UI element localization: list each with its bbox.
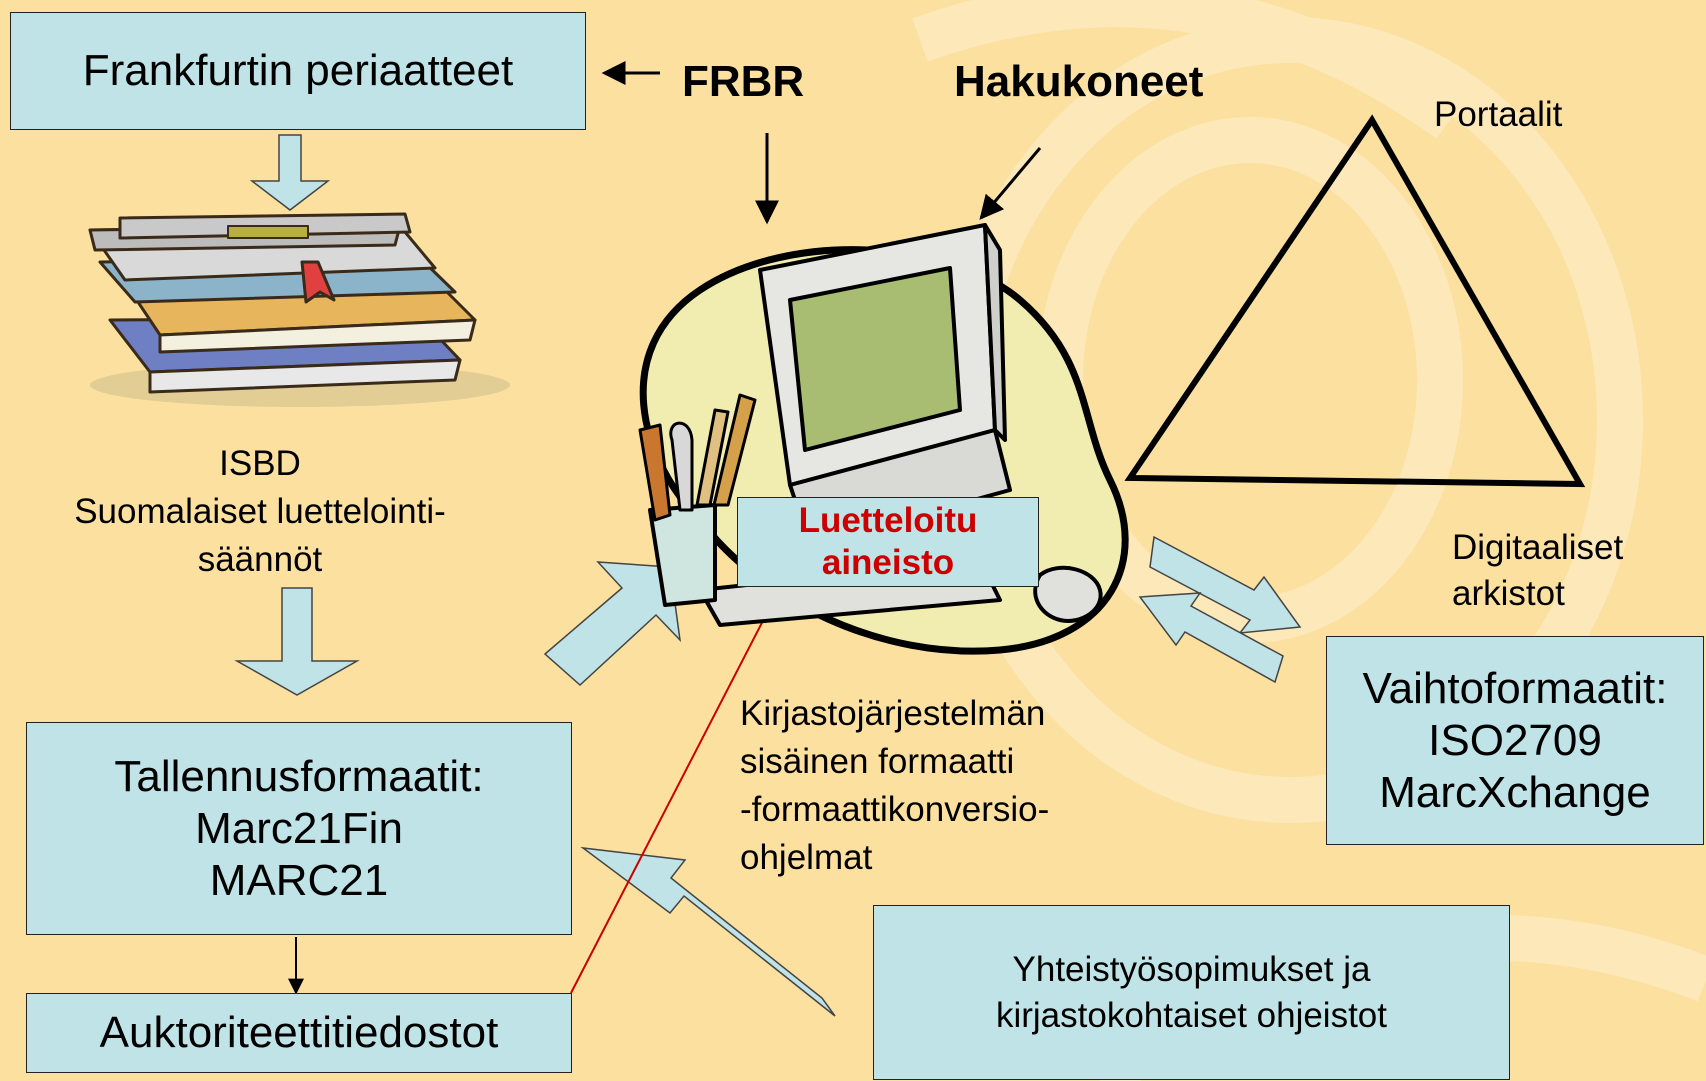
frbr-label: FRBR (682, 57, 805, 106)
luetteloitu-box: Luetteloitu aineisto (737, 497, 1039, 587)
triangle-shape (1124, 114, 1586, 488)
tallennus-line-2: Marc21Fin (195, 803, 403, 853)
luetteloitu-line-2: aineisto (821, 543, 955, 582)
auktoriteetti-box: Auktoriteettitiedostot (26, 993, 572, 1073)
frankfurt-label: Frankfurtin periaatteet (82, 46, 514, 95)
yhteistyo-box: Yhteistyösopimukset ja kirjastokohtaiset… (873, 905, 1510, 1080)
books-clipart-icon (88, 212, 510, 407)
yhteistyo-line-1: Yhteistyösopimukset ja (1012, 949, 1371, 989)
isbd-line-3: säännöt (197, 540, 323, 579)
portaalit-label: Portaalit (1434, 95, 1563, 134)
yhteistyo-line-2: kirjastokohtaiset ohjeistot (995, 995, 1388, 1035)
arrow-left-from-vaihto (1138, 592, 1284, 684)
vaihto-line-3: MarcXchange (1379, 767, 1651, 817)
kirjastojarjestelma-line-3: -formaattikonversio- (740, 790, 1050, 829)
digitaaliset-label: Digitaaliset arkistot (1452, 525, 1692, 617)
kirjastojarjestelma-line-2: sisäinen formaatti (740, 742, 1015, 781)
vaihto-line-2: ISO2709 (1428, 715, 1602, 765)
isbd-line-1: ISBD (219, 444, 301, 483)
vaihto-line-1: Vaihtoformaatit: (1362, 663, 1668, 713)
arrow-hakukoneet-down (979, 147, 1042, 220)
red-connector-line (570, 578, 785, 994)
digitaaliset-line-2: arkistot (1452, 574, 1565, 613)
frankfurt-box: Frankfurtin periaatteet (10, 12, 586, 130)
arrow-down-isbd-to-tallennus (234, 587, 360, 696)
isbd-line-2: Suomalaiset luettelointi- (74, 492, 446, 531)
arrow-up-left-from-yhteistyo (580, 846, 836, 1017)
hakukoneet-label: Hakukoneet (954, 57, 1204, 106)
kirjastojarjestelma-line-1: Kirjastojärjestelmän (740, 694, 1046, 733)
vaihto-box: Vaihtoformaatit: ISO2709 MarcXchange (1326, 636, 1704, 845)
luetteloitu-line-1: Luetteloitu (798, 501, 978, 540)
auktoriteetti-label: Auktoriteettitiedostot (99, 1008, 499, 1057)
kirjastojarjestelma-label: Kirjastojärjestelmän sisäinen formaatti … (740, 690, 1140, 882)
kirjastojarjestelma-line-4: ohjelmat (740, 838, 873, 877)
arrow-right-to-vaihto (1149, 535, 1302, 634)
tallennus-line-1: Tallennusformaatit: (114, 751, 484, 801)
digitaaliset-line-1: Digitaaliset (1452, 528, 1624, 567)
tallennus-box: Tallennusformaatit: Marc21Fin MARC21 (26, 722, 572, 935)
tallennus-line-3: MARC21 (209, 855, 389, 905)
arrow-down-frankfurt-to-books (249, 134, 331, 211)
isbd-label: ISBD Suomalaiset luettelointi- säännöt (20, 440, 500, 584)
